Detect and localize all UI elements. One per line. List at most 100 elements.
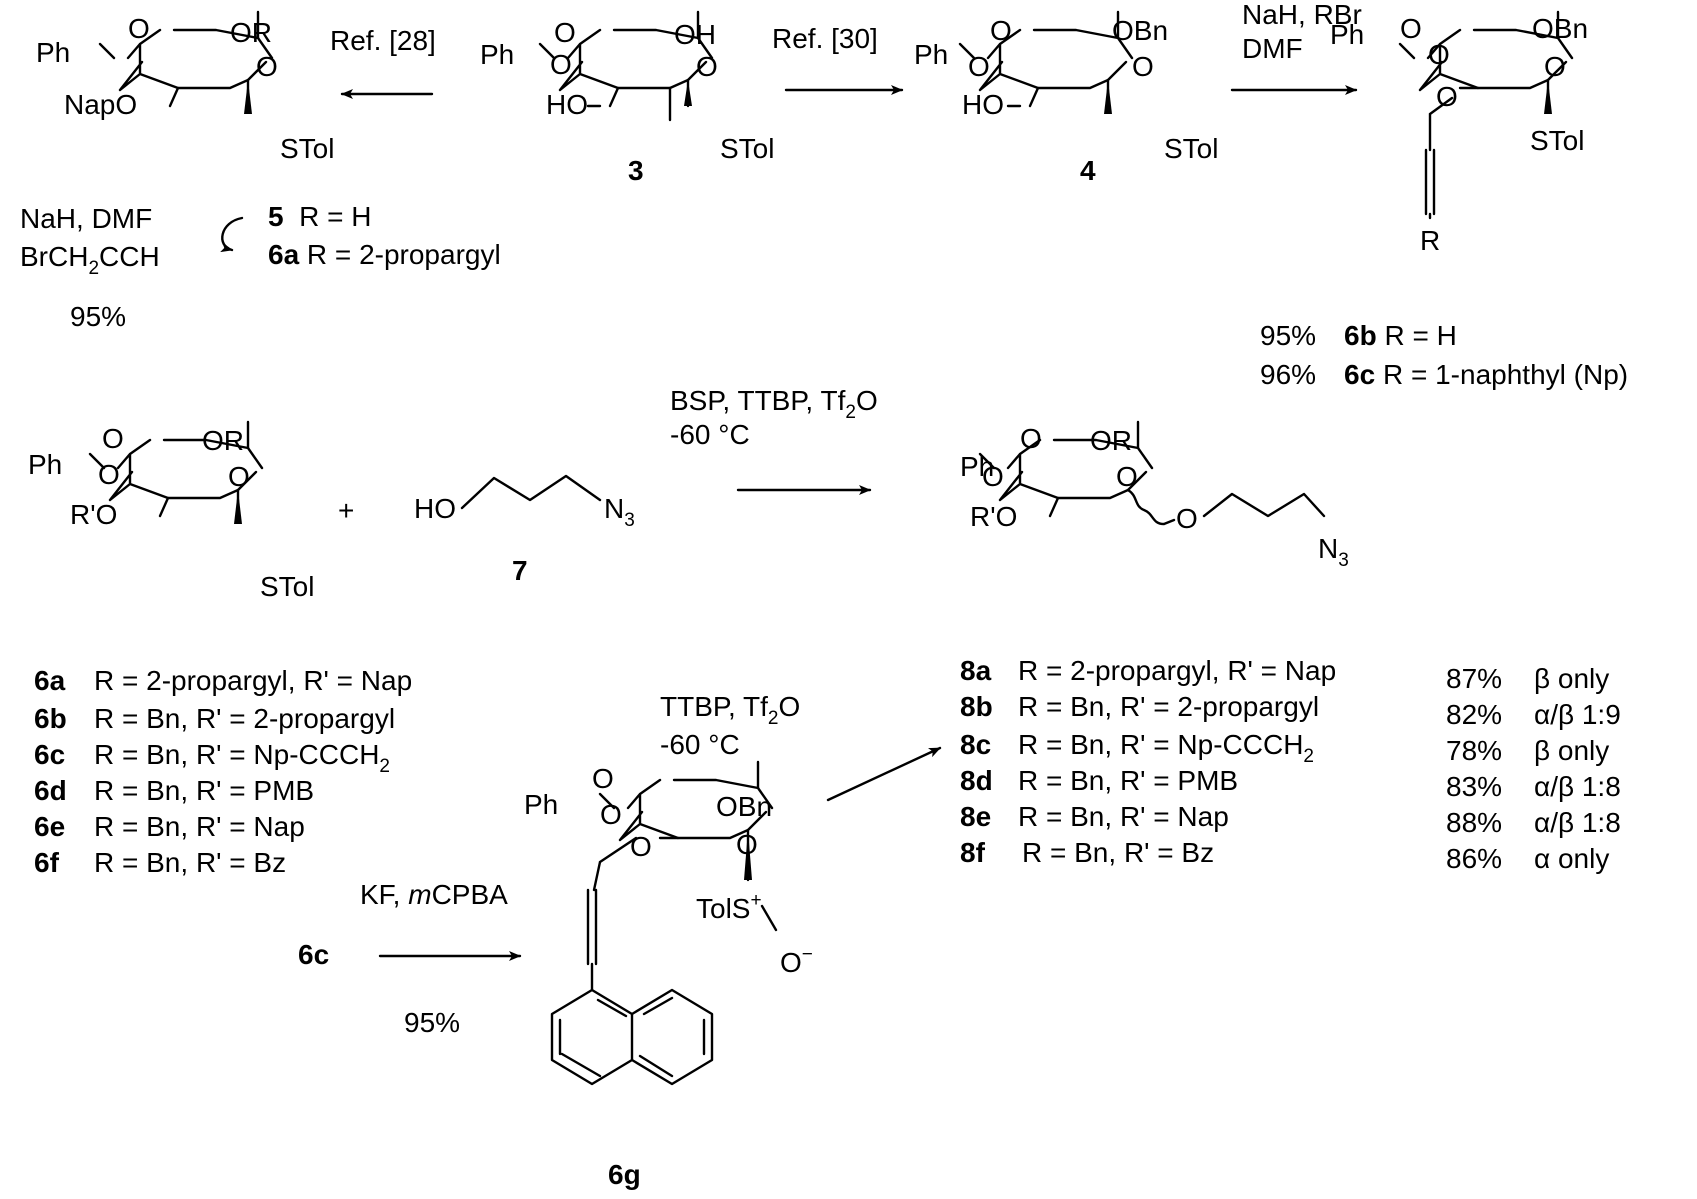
naphthyl-group: [550, 988, 714, 1086]
svg-text:STol: STol: [1164, 133, 1218, 164]
product-8-structure: Ph O O OR O R'O O N3: [960, 420, 1349, 571]
svg-text:6d: 6d: [34, 775, 67, 806]
svg-text:α/β 1:8: α/β 1:8: [1534, 807, 1621, 838]
svg-text:α/β 1:9: α/β 1:9: [1534, 699, 1621, 730]
donor-row: 6f R = Bn, R' = Bz: [34, 847, 286, 878]
svg-text:OBn: OBn: [1112, 15, 1168, 46]
svg-text:Ref. [30]: Ref. [30]: [772, 23, 878, 54]
curved-arrow: [220, 216, 244, 253]
donor-row: 6c R = Bn, R' = Np-CCCH2: [34, 739, 390, 777]
svg-text:NapO: NapO: [64, 89, 137, 120]
product-row: 8e R = Bn, R' = Nap 88% α/β 1:8: [960, 801, 1621, 838]
product-row: 8a R = 2-propargyl, R' = Nap 87% β only: [960, 655, 1609, 694]
svg-text:NaH, RBr: NaH, RBr: [1242, 0, 1362, 30]
svg-text:Ph: Ph: [524, 789, 558, 820]
definitions-5-6a: 5 R = H 6a R = 2-propargyl: [268, 201, 501, 270]
svg-text:O: O: [968, 51, 990, 82]
svg-text:BrCH2CCH: BrCH2CCH: [20, 241, 160, 279]
svg-text:83%: 83%: [1446, 771, 1502, 802]
svg-text:O: O: [550, 49, 572, 80]
svg-text:R = Bn, R' = Np-CCCH2: R = Bn, R' = Np-CCCH2: [94, 739, 390, 777]
arrow-oxidation: 6c KF, mCPBA 95%: [298, 879, 522, 1038]
propargylation-conditions: NaH, DMF BrCH2CCH 95%: [20, 203, 160, 332]
svg-text:95%: 95%: [404, 1007, 460, 1038]
donor-row: 6b R = Bn, R' = 2-propargyl: [34, 703, 395, 734]
svg-text:Ph: Ph: [36, 37, 70, 68]
svg-text:O: O: [1544, 51, 1566, 82]
svg-text:Ph: Ph: [1330, 19, 1364, 50]
compound-4-label: 4: [1080, 155, 1096, 186]
donor-row: 6e R = Bn, R' = Nap: [34, 811, 305, 842]
svg-text:OBn: OBn: [716, 791, 772, 822]
svg-text:O: O: [736, 829, 758, 860]
svg-text:Ph: Ph: [914, 39, 948, 70]
product-table: 8a R = 2-propargyl, R' = Nap 87% β only …: [960, 655, 1621, 874]
product-row: 8d R = Bn, R' = PMB 83% α/β 1:8: [960, 765, 1621, 802]
svg-text:-60 °C: -60 °C: [670, 419, 750, 450]
svg-text:6e: 6e: [34, 811, 65, 842]
svg-text:OR: OR: [1090, 425, 1132, 456]
svg-text:O: O: [982, 461, 1004, 492]
product-row: 8c R = Bn, R' = Np-CCCH2 78% β only: [960, 729, 1609, 767]
definitions-6b-6c: 95%6b R = H 96%6c R = 1-naphthyl (Np): [1260, 320, 1628, 390]
arrow-ref28: Ref. [28]: [330, 25, 436, 99]
compound-3-structure: Ph O O OH O HO STol 3: [480, 10, 774, 186]
svg-text:OH: OH: [674, 19, 716, 50]
svg-text:R: R: [1420, 225, 1440, 256]
svg-text:OR: OR: [230, 17, 272, 48]
svg-text:87%: 87%: [1446, 663, 1502, 694]
svg-text:STol: STol: [260, 571, 314, 602]
svg-text:6f: 6f: [34, 847, 60, 878]
svg-text:TolS+: TolS+: [696, 890, 762, 924]
svg-text:STol: STol: [720, 133, 774, 164]
svg-text:O: O: [630, 831, 652, 862]
svg-text:6a: 6a: [34, 665, 66, 696]
svg-text:6c: 6c: [34, 739, 65, 770]
svg-text:R'O: R'O: [70, 499, 117, 530]
svg-text:O: O: [1400, 13, 1422, 44]
svg-text:-60 °C: -60 °C: [660, 729, 740, 760]
svg-text:O: O: [1116, 461, 1138, 492]
svg-text:8a: 8a: [960, 655, 992, 686]
svg-text:R = Bn, R' = Bz: R = Bn, R' = Bz: [1022, 837, 1214, 868]
svg-text:R = 2-propargyl, R' = Nap: R = 2-propargyl, R' = Nap: [1018, 655, 1336, 686]
svg-text:88%: 88%: [1446, 807, 1502, 838]
svg-text:78%: 78%: [1446, 735, 1502, 766]
compound-7-structure: HO N3 7: [414, 474, 635, 586]
svg-text:OR: OR: [202, 425, 244, 456]
svg-text:NaH, DMF: NaH, DMF: [20, 203, 152, 234]
svg-text:5 R = H: 5 R = H: [268, 201, 372, 232]
svg-text:8b: 8b: [960, 691, 993, 722]
svg-text:R = Bn, R' = PMB: R = Bn, R' = PMB: [1018, 765, 1238, 796]
svg-text:R = Bn, R' = 2-propargyl: R = Bn, R' = 2-propargyl: [94, 703, 395, 734]
compound-6g-structure: Ph O O O OBn O TolS+ O− 6g: [524, 760, 813, 1190]
donor-row: 6a R = 2-propargyl, R' = Nap: [34, 665, 412, 696]
svg-text:95%: 95%: [70, 301, 126, 332]
donor-6-structure: Ph O O OR O R'O STol: [28, 420, 314, 602]
compound-5-6a-structure: Ph O OR O NapO STol: [36, 10, 334, 164]
svg-text:KF, mCPBA: KF, mCPBA: [360, 879, 508, 910]
svg-text:R = Bn, R' = Np-CCCH2: R = Bn, R' = Np-CCCH2: [1018, 729, 1314, 767]
svg-text:R = 2-propargyl, R' = Nap: R = 2-propargyl, R' = Nap: [94, 665, 412, 696]
svg-text:O: O: [990, 15, 1012, 46]
svg-text:β only: β only: [1534, 663, 1609, 694]
svg-text:82%: 82%: [1446, 699, 1502, 730]
svg-text:6a R = 2-propargyl: 6a R = 2-propargyl: [268, 239, 501, 270]
svg-text:O: O: [1428, 39, 1450, 70]
svg-text:86%: 86%: [1446, 843, 1502, 874]
svg-text:Ph: Ph: [28, 449, 62, 480]
svg-text:O: O: [592, 763, 614, 794]
compound-3-label: 3: [628, 155, 644, 186]
svg-text:OBn: OBn: [1532, 13, 1588, 44]
svg-text:STol: STol: [280, 133, 334, 164]
svg-text:O: O: [554, 17, 576, 48]
svg-text:R = Bn, R' = Nap: R = Bn, R' = Nap: [1018, 801, 1229, 832]
svg-text:R = Bn, R' = Bz: R = Bn, R' = Bz: [94, 847, 286, 878]
svg-text:α only: α only: [1534, 843, 1609, 874]
svg-text:HO: HO: [414, 493, 456, 524]
arrow-alkylation: NaH, RBr DMF: [1230, 0, 1362, 95]
compound-6g-label: 6g: [608, 1159, 641, 1190]
svg-text:DMF: DMF: [1242, 33, 1303, 64]
svg-text:8f: 8f: [960, 837, 986, 868]
